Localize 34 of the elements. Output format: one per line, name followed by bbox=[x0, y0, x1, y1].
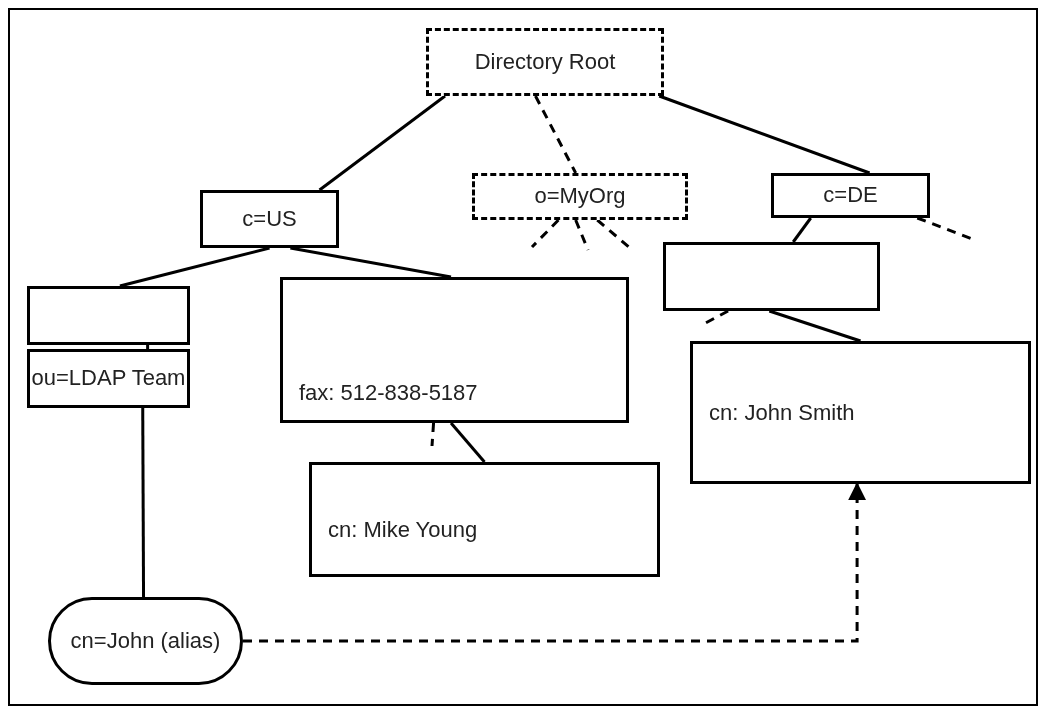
entry-text: ou=LDAP Team bbox=[31, 365, 186, 392]
connector-line bbox=[318, 94, 446, 192]
dangling-line bbox=[574, 219, 590, 251]
entry-box bbox=[27, 349, 190, 408]
entry-box bbox=[771, 173, 930, 218]
connector-line bbox=[792, 217, 812, 243]
dangling-line bbox=[596, 218, 631, 250]
entry-box bbox=[27, 286, 190, 345]
connector-line bbox=[119, 246, 270, 288]
arrow bbox=[243, 482, 867, 643]
dangling-line bbox=[430, 422, 436, 447]
connector-line bbox=[658, 94, 871, 175]
dangling-line bbox=[530, 218, 560, 249]
entry-box bbox=[690, 341, 1031, 484]
entry-box bbox=[280, 277, 629, 423]
entry-text: cn: Mike Young bbox=[328, 517, 478, 544]
entry-text: Directory Root bbox=[474, 48, 616, 76]
entry-text: c=US bbox=[242, 205, 297, 233]
entry-text: c=DE bbox=[823, 182, 878, 209]
connector-line bbox=[146, 345, 150, 349]
entry-text: cn=John (alias) bbox=[70, 627, 221, 655]
entry-box bbox=[309, 462, 660, 577]
entry-box bbox=[200, 190, 339, 248]
entry-box bbox=[663, 242, 880, 311]
connector-line bbox=[534, 95, 577, 174]
connector-line bbox=[768, 309, 861, 343]
entry-text: cn: John Smith bbox=[709, 400, 855, 427]
entry-box bbox=[472, 173, 688, 220]
connector-line bbox=[449, 422, 486, 463]
entry-text: o=MyOrg bbox=[534, 183, 626, 210]
connector-line bbox=[141, 408, 146, 597]
connector-line bbox=[290, 246, 452, 279]
directory-root-box bbox=[426, 28, 664, 96]
entry-text: fax: 512-838-5187 bbox=[299, 380, 478, 407]
